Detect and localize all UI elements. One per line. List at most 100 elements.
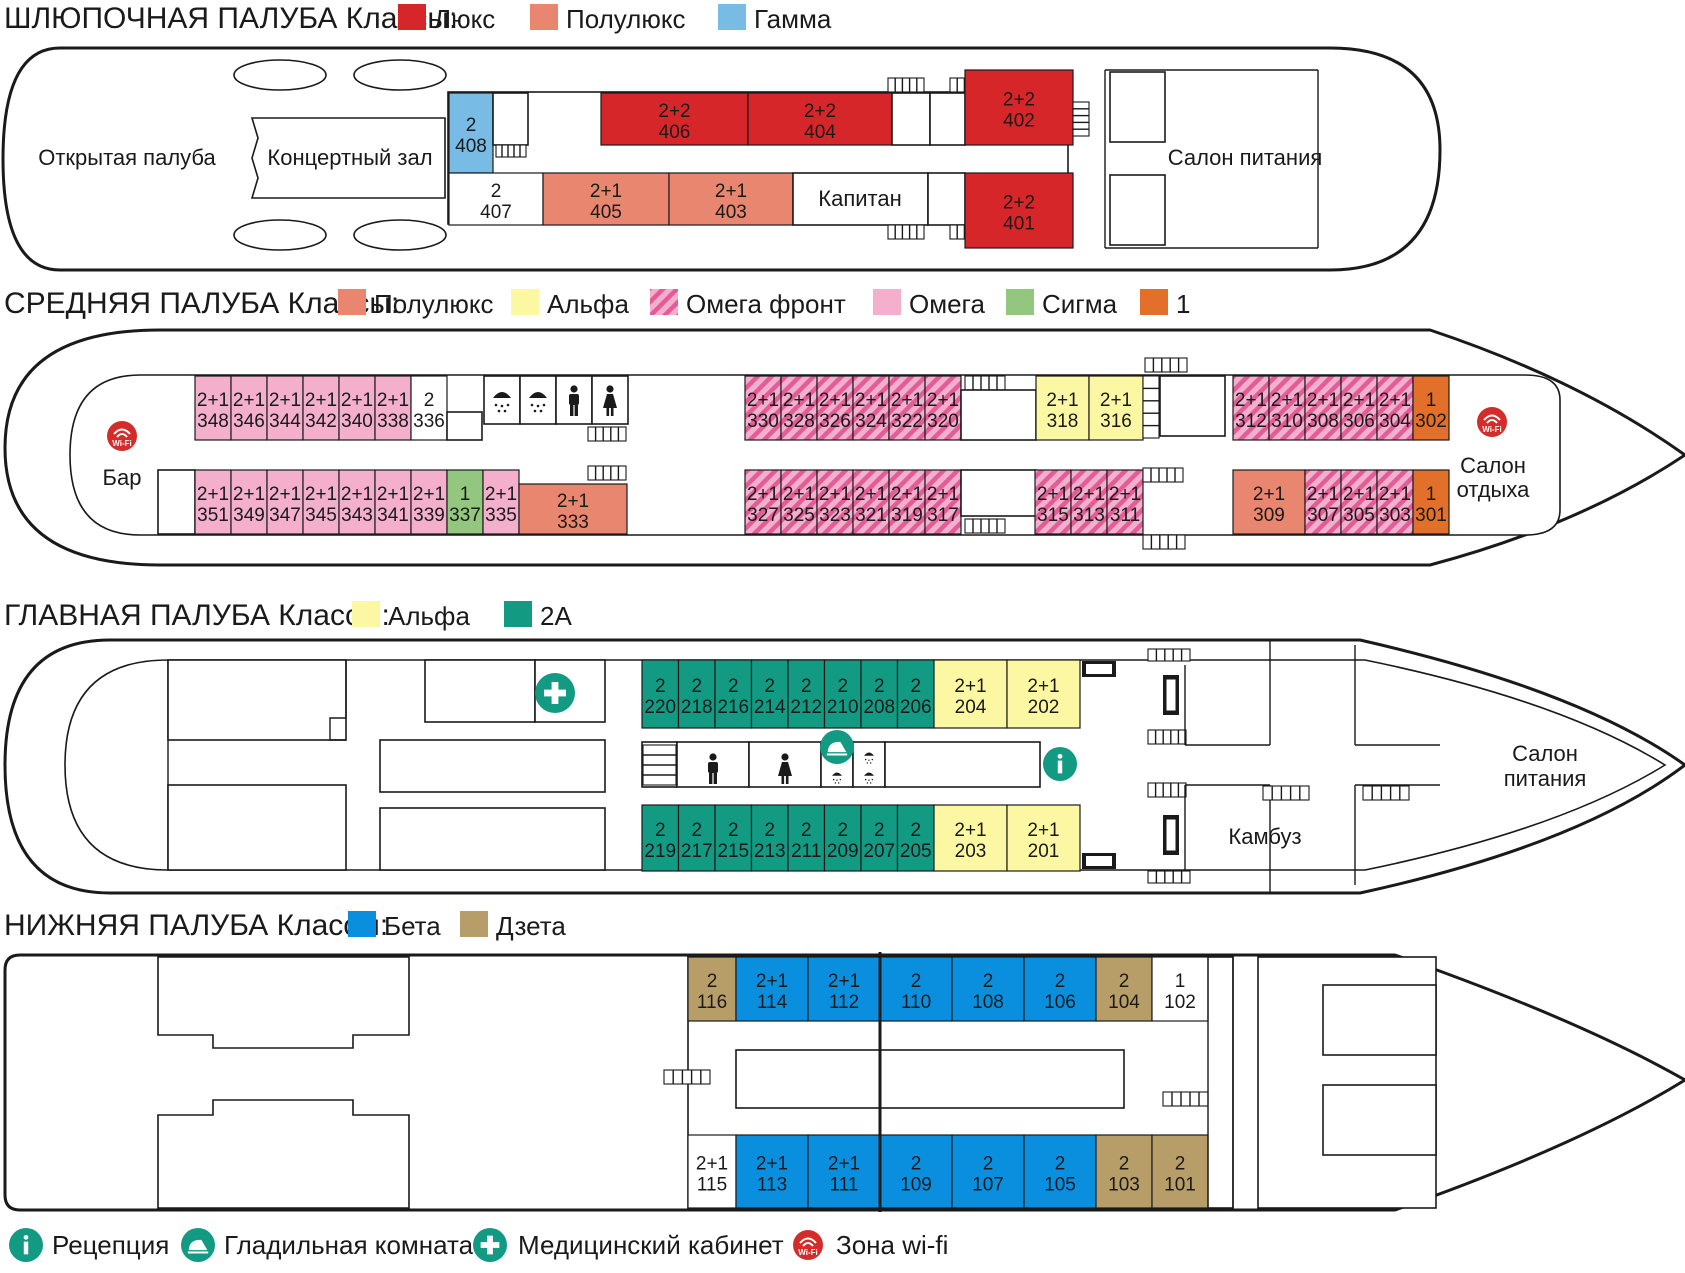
sofa-icon — [1163, 815, 1179, 855]
cabin-beds: 2+1 — [927, 484, 959, 505]
cabin-box — [924, 375, 962, 441]
stairs — [587, 426, 627, 442]
cabin-number: 403 — [715, 202, 747, 223]
bar-label: Бар — [103, 465, 142, 490]
lifeboat — [233, 219, 327, 251]
legend-swatch-gamma — [718, 4, 746, 30]
cabin-beds: 2 — [1055, 1154, 1066, 1175]
stairs-frame — [964, 375, 1006, 391]
cabin-beds: 2+1 — [1027, 820, 1059, 841]
cabin-beds: 2+1 — [927, 390, 959, 411]
cabin-box — [1095, 956, 1153, 1022]
cabin-beds: 2+1 — [269, 484, 301, 505]
cabin-number: 330 — [747, 411, 779, 432]
iron-base — [187, 1251, 209, 1254]
cabin-number: 219 — [644, 841, 676, 862]
cabin-number: 116 — [697, 992, 727, 1013]
cabin-number: 114 — [757, 992, 788, 1013]
cabin-box — [714, 659, 753, 729]
cabin-beds: 2+1 — [855, 390, 887, 411]
cabin-box — [1023, 956, 1097, 1022]
cabin-beds: 2+1 — [269, 390, 301, 411]
cabin-beds: 2+1 — [1235, 390, 1267, 411]
sofa-seat — [1165, 678, 1177, 712]
cabin-number: 102 — [1164, 992, 1196, 1013]
info-bar — [1057, 760, 1063, 774]
cabin-beds: 1 — [460, 484, 471, 505]
cabin-beds: 2+1 — [341, 390, 373, 411]
cabin-beds: 2+2 — [1003, 90, 1035, 111]
cabin-beds: 2+1 — [1253, 484, 1285, 505]
cabin-box — [1023, 1134, 1097, 1209]
cabin-number: 110 — [901, 992, 931, 1013]
cabin-number: 323 — [819, 505, 851, 526]
cabin-box — [1006, 659, 1081, 729]
cabin-number: 315 — [1037, 505, 1069, 526]
stairs — [642, 744, 677, 786]
cabin-box — [1304, 469, 1342, 535]
cabin-number: 341 — [377, 505, 409, 526]
wifi-wave — [802, 1242, 814, 1247]
cabin-number: 313 — [1073, 505, 1105, 526]
stairs — [1072, 101, 1090, 137]
cabin-beds: 2+1 — [233, 390, 265, 411]
cabin-number: 328 — [783, 411, 815, 432]
lower-fore-room — [1322, 1084, 1437, 1156]
cabin-beds: 2+1 — [855, 484, 887, 505]
legend-swatch-teal — [504, 601, 532, 627]
cabin-box — [374, 469, 412, 535]
cabin-number: 307 — [1307, 505, 1339, 526]
stairs — [1147, 648, 1191, 662]
cabin-beds: 2+1 — [341, 484, 373, 505]
cabin-box — [1034, 469, 1072, 535]
iron-icon — [181, 1228, 215, 1262]
lower-aft-room — [157, 1099, 410, 1209]
cabin-box — [823, 659, 862, 729]
cabin-beds: 2 — [801, 676, 812, 697]
cabin-box — [1340, 469, 1378, 535]
cabin-box — [852, 375, 890, 441]
cabin-box — [951, 956, 1025, 1022]
cabin-number: 202 — [1028, 697, 1060, 718]
deck-title: ГЛАВНАЯ ПАЛУБА Классы: — [4, 599, 390, 632]
cabin-beds: 2+1 — [828, 1154, 860, 1175]
legend-swatch-lux — [398, 4, 426, 30]
cabin-beds: 2+1 — [1307, 484, 1339, 505]
wifi-wave — [799, 1237, 817, 1244]
dining-service-room — [1109, 71, 1166, 143]
stairs — [964, 518, 1006, 534]
legend-label: 2А — [540, 601, 572, 631]
cabin-number: 115 — [697, 1175, 727, 1196]
captain-room — [792, 172, 929, 226]
boat-corridor-room — [929, 92, 966, 146]
wifi-wave — [113, 428, 131, 435]
cabin-number: 348 — [197, 411, 229, 432]
cabin-beds: 2+1 — [819, 484, 851, 505]
cabin-box — [338, 375, 376, 441]
cabin-number: 101 — [1164, 1175, 1196, 1196]
cabin-box — [1095, 1134, 1153, 1209]
cabin-number: 347 — [269, 505, 301, 526]
cabin-number: 113 — [757, 1175, 787, 1196]
wifi-wave — [1483, 414, 1501, 421]
lower-center-room — [735, 1049, 1125, 1109]
legend-ironing: Гладильная комната — [224, 1230, 474, 1260]
cabin-beds: 2+1 — [233, 484, 265, 505]
cabin-box — [687, 956, 737, 1022]
